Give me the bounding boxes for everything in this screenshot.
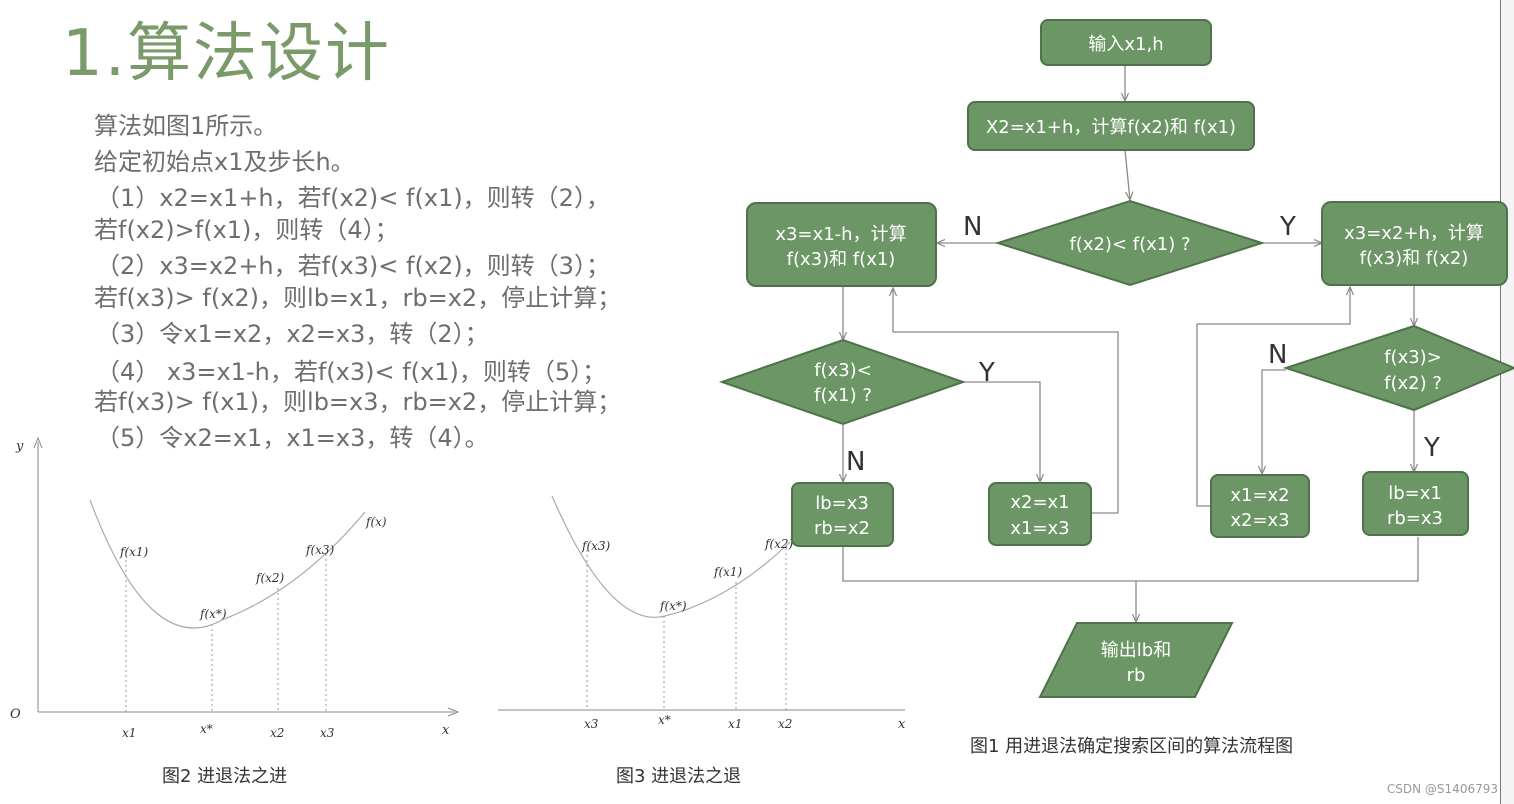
fig3-point-fx2: f(x2) bbox=[764, 537, 794, 551]
fig3-tick-xstar: x* bbox=[658, 713, 671, 727]
decision1-text: f(x2)< f(x1) ? bbox=[1069, 234, 1190, 255]
decision-right-line-1: f(x3)> bbox=[1384, 347, 1442, 368]
label-n-decision-right: N bbox=[1268, 340, 1287, 370]
fig2-x-label: x bbox=[442, 723, 450, 738]
result-lb-x3-line-1: lb=x3 bbox=[815, 493, 869, 514]
result-lb-x1-line-1: lb=x1 bbox=[1388, 483, 1442, 504]
intro-line-1: 算法如图1所示。 bbox=[94, 112, 278, 140]
result-box-lb-x1 bbox=[1362, 471, 1469, 536]
start-text: 输入x1,h bbox=[1088, 34, 1163, 55]
result-lb-x3-line-2: rb=x2 bbox=[814, 518, 870, 539]
fig3-tick-x3: x3 bbox=[584, 717, 599, 731]
fig2-point-fx2: f(x2) bbox=[255, 571, 285, 585]
left-compute-line-1: x3=x1-h，计算 bbox=[775, 224, 906, 245]
fig3-point-fx1: f(x1) bbox=[713, 565, 743, 579]
step-line-6: （4） x3=x1-h，若f(x3)< f(x1)，则转（5）； bbox=[96, 358, 607, 386]
page-title: 1.算法设计 bbox=[62, 17, 392, 91]
fig3-caption: 图3 进退法之退 bbox=[616, 766, 742, 787]
step-line-3: （2）x3=x2+h，若f(x3)< f(x2)，则转（3）； bbox=[96, 252, 610, 280]
fig2-caption: 图2 进退法之进 bbox=[162, 766, 288, 787]
swap-box-right bbox=[1210, 474, 1310, 538]
label-n-decision-left: N bbox=[846, 447, 865, 477]
step-line-7: 若f(x3)> f(x1)，则lb=x3，rb=x2，停止计算； bbox=[94, 388, 622, 416]
fig2-origin-label: O bbox=[10, 707, 21, 722]
right-compute-line-1: x3=x2+h，计算 bbox=[1344, 223, 1484, 244]
decision-left-line-2: f(x1) ? bbox=[814, 385, 872, 406]
figure-2-advance: y O x f(x) f(x1) f(x*) f(x2) f(x3) x1 x*… bbox=[10, 436, 460, 740]
decision-left-line-1: f(x3)< bbox=[814, 360, 872, 381]
decision-right-diamond bbox=[1282, 324, 1514, 412]
decision-right-line-2: f(x2) ? bbox=[1384, 373, 1442, 394]
fig3-point-fxstar: f(x*) bbox=[659, 599, 687, 613]
fig2-y-label: y bbox=[15, 439, 24, 454]
result-lb-x1-line-2: rb=x3 bbox=[1387, 508, 1443, 529]
label-y-decision-right: Y bbox=[1423, 433, 1440, 463]
flow-connectors bbox=[843, 66, 1419, 622]
label-n-decision1: N bbox=[963, 212, 982, 242]
right-compute-box bbox=[1321, 201, 1508, 286]
step1-box bbox=[967, 101, 1255, 151]
fig3-point-fx3: f(x3) bbox=[581, 539, 611, 553]
label-y-decision-left: Y bbox=[978, 358, 995, 388]
fig2-curve-label: f(x) bbox=[365, 515, 387, 529]
watermark: CSDN @S1406793 bbox=[1386, 782, 1498, 796]
result-box-lb-x3 bbox=[791, 482, 894, 547]
step-line-1: （1）x2=x1+h，若f(x2)< f(x1)，则转（2）， bbox=[96, 184, 610, 212]
left-compute-box bbox=[746, 202, 937, 287]
output-parallelogram bbox=[1038, 622, 1234, 698]
fig2-y-arrow bbox=[33, 436, 43, 449]
swap-box-left bbox=[988, 482, 1092, 546]
output-line-1: 输出lb和 bbox=[1101, 640, 1171, 661]
left-compute-line-2: f(x3)和 f(x1) bbox=[787, 249, 896, 270]
output-line-2: rb bbox=[1127, 665, 1146, 686]
fig3-tick-x1: x1 bbox=[728, 717, 742, 731]
step-line-4: 若f(x3)> f(x2)，则lb=x1，rb=x2，停止计算； bbox=[94, 284, 622, 312]
fig3-tick-x2: x2 bbox=[778, 717, 792, 731]
fig2-x-arrow bbox=[447, 707, 460, 717]
fig2-point-fx3: f(x3) bbox=[305, 543, 335, 557]
figure-3-retreat: x f(x3) f(x*) f(x1) f(x2) x3 x* x1 x2 bbox=[498, 495, 906, 732]
swap-left-line-2: x1=x3 bbox=[1010, 518, 1069, 539]
fig2-tick-x1: x1 bbox=[122, 726, 136, 740]
fig2-tick-x3: x3 bbox=[320, 726, 335, 740]
fig3-curve bbox=[551, 495, 791, 618]
intro-line-2: 给定初始点x1及步长h。 bbox=[94, 148, 355, 176]
fig2-point-fx1: f(x1) bbox=[119, 545, 149, 559]
swap-left-line-1: x2=x1 bbox=[1010, 492, 1069, 513]
decision1-diamond bbox=[994, 199, 1266, 287]
fig2-point-fxstar: f(x*) bbox=[199, 607, 227, 621]
fig2-tick-xstar: x* bbox=[200, 722, 213, 736]
fig3-x-label: x bbox=[898, 717, 906, 732]
step-line-8: （5）令x2=x1，x1=x3，转（4）。 bbox=[96, 424, 489, 452]
window-edge bbox=[1500, 0, 1514, 804]
fig1-caption: 图1 用进退法确定搜索区间的算法流程图 bbox=[970, 736, 1294, 757]
label-y-decision1: Y bbox=[1279, 212, 1296, 242]
decision-left-diamond bbox=[718, 338, 967, 426]
swap-right-line-2: x2=x3 bbox=[1230, 510, 1289, 531]
swap-right-line-1: x1=x2 bbox=[1230, 485, 1289, 506]
step1-text: X2=x1+h，计算f(x2)和 f(x1) bbox=[986, 117, 1236, 138]
start-box bbox=[1040, 19, 1212, 66]
fig2-tick-x2: x2 bbox=[270, 726, 284, 740]
step-line-2: 若f(x2)>f(x1)，则转（4）； bbox=[94, 216, 399, 244]
right-compute-line-2: f(x3)和 f(x2) bbox=[1360, 248, 1469, 269]
step-line-5: （3）令x1=x2，x2=x3，转（2）； bbox=[96, 320, 489, 348]
